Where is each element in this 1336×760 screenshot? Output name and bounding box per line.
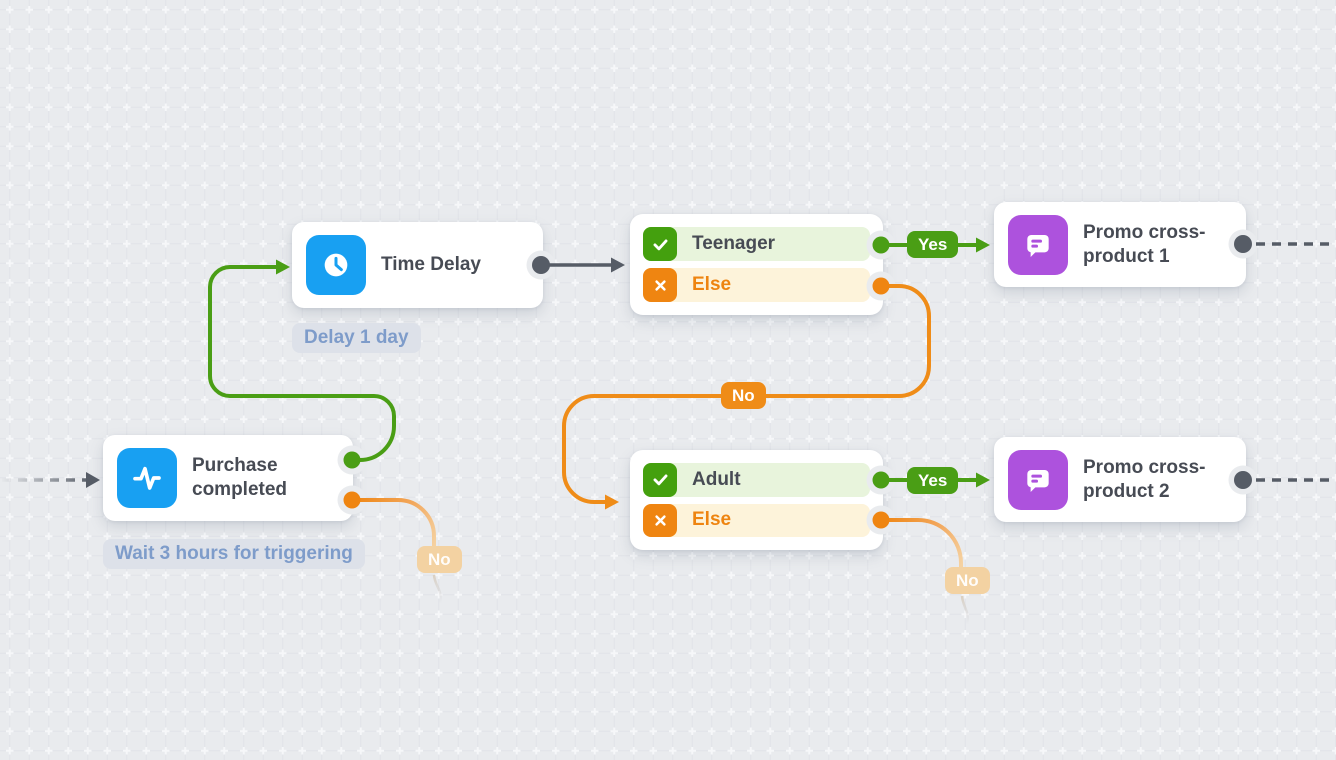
check-icon (643, 463, 677, 497)
node-promo-cross-product-2[interactable]: Promo cross-product 2 (994, 437, 1246, 522)
node-title: Promo cross-product 2 (1083, 456, 1206, 502)
node-condition-teenager[interactable]: Teenager Else (630, 214, 883, 315)
condition-label: Else (692, 274, 732, 295)
chat-message-icon (1008, 214, 1068, 275)
node-promo-cross-product-1[interactable]: Promo cross-product 1 (994, 202, 1246, 287)
condition-label: Else (692, 509, 732, 531)
condition-label: Adult (692, 468, 741, 490)
badge-no-adult-faded: No (945, 567, 990, 594)
condition-row-true[interactable]: Adult (643, 463, 870, 497)
badge-no-teen: No (721, 382, 766, 409)
clock-icon (306, 235, 366, 295)
badge-no-purchase-faded: No (417, 546, 462, 573)
check-icon (643, 227, 677, 261)
badge-yes-teen: Yes (907, 231, 959, 258)
node-condition-adult[interactable]: Adult Else (630, 450, 883, 550)
node-title: Purchase completed (192, 455, 288, 500)
node-title: Time Delay (381, 254, 481, 276)
condition-label: Teenager (692, 233, 776, 254)
condition-row-else[interactable]: Else (643, 503, 870, 537)
condition-row-else[interactable]: Else (643, 268, 870, 302)
condition-row-true[interactable]: Teenager (643, 227, 870, 261)
x-icon (643, 503, 677, 537)
node-purchase-completed[interactable]: Purchase completed (103, 435, 353, 521)
node-time-delay[interactable]: Time Delay (292, 222, 543, 308)
badge-yes-adult: Yes (907, 467, 959, 494)
x-icon (643, 268, 677, 302)
node-note-delay: Delay 1 day (292, 323, 421, 353)
pulse-icon (117, 448, 177, 508)
node-title: Promo cross-product 1 (1083, 221, 1206, 267)
node-note-wait: Wait 3 hours for triggering (103, 539, 365, 569)
chat-message-icon (1008, 449, 1068, 510)
